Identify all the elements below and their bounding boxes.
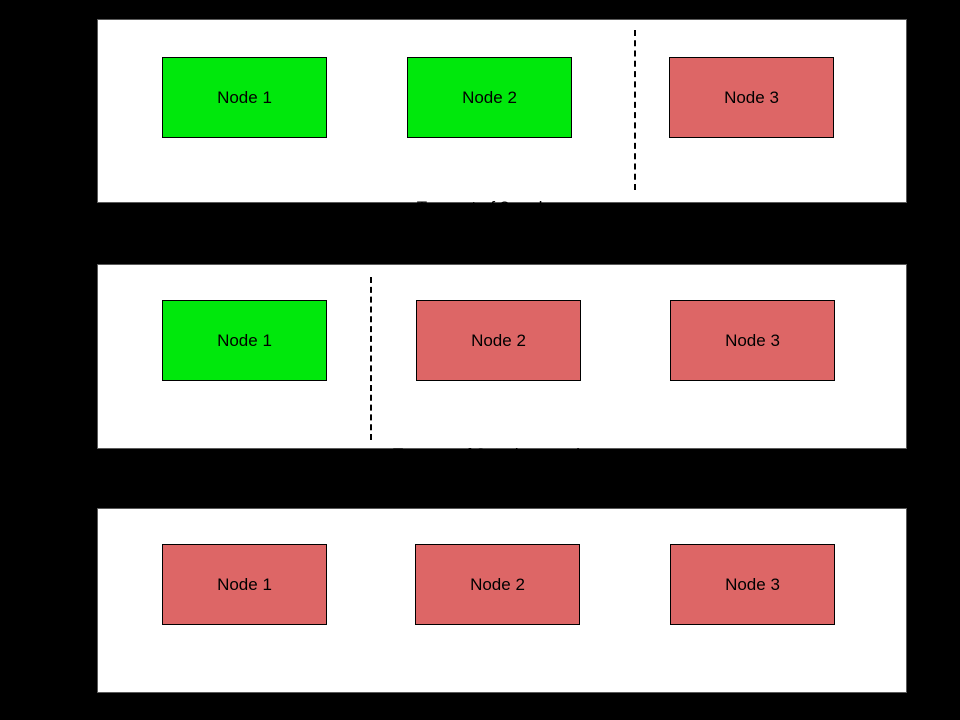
node-box: Node 1 <box>162 300 327 381</box>
node-box: Node 2 <box>416 300 581 381</box>
caption-line: All Nodes are down <box>427 690 575 709</box>
node-box: Node 2 <box>415 544 580 625</box>
node-box: Node 3 <box>669 57 834 138</box>
partition-divider-line <box>634 30 636 190</box>
node-box: Node 2 <box>407 57 572 138</box>
node-box: Node 1 <box>162 544 327 625</box>
node-box: Node 3 <box>670 300 835 381</box>
panel-caption: All Nodes are down Majority Fails & Clus… <box>301 642 701 720</box>
partition-divider-line <box>370 277 372 440</box>
caption-line: Two out of 3 nodes are up <box>416 198 614 217</box>
caption-line: Two out of 3 nodes are down <box>392 445 612 464</box>
node-box: Node 1 <box>162 57 327 138</box>
node-box: Node 3 <box>670 544 835 625</box>
